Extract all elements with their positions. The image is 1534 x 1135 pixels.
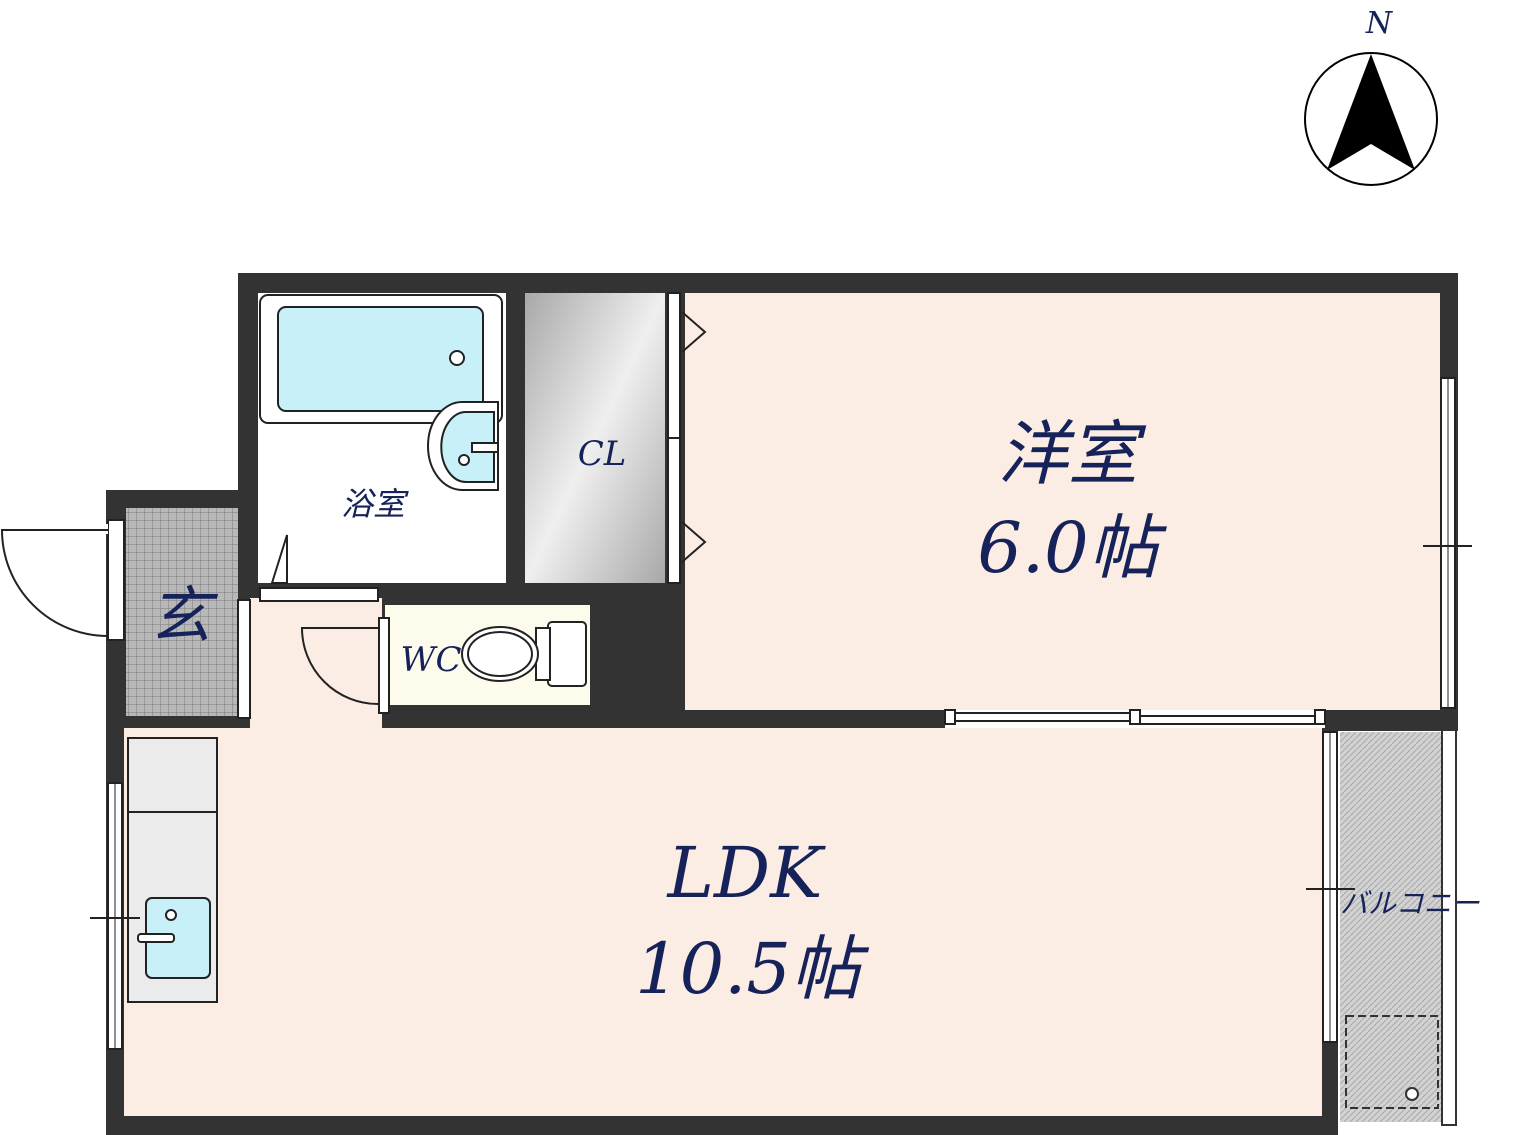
- ldk-floor: [124, 728, 1322, 1116]
- entrance-name: 玄: [149, 579, 219, 652]
- balcony-drain-icon: [1405, 1087, 1419, 1101]
- closet-name: CL: [578, 434, 627, 474]
- western-room-size: 6.0帖: [977, 507, 1167, 589]
- bathroom-door[interactable]: [259, 534, 379, 602]
- shoe-cabinet: [237, 599, 251, 719]
- balcony-window[interactable]: [1306, 731, 1355, 1043]
- western-room-floor: [685, 293, 1440, 710]
- kitchen-window: [90, 782, 140, 1050]
- hallway-floor: [250, 598, 382, 730]
- western-room-window: [1423, 377, 1472, 709]
- balcony-rail: [1441, 729, 1457, 1126]
- balcony-floor: [1340, 732, 1442, 1122]
- entrance-tile-floor: [126, 508, 238, 716]
- kitchen-faucet-icon: [137, 933, 175, 943]
- bathroom-name: 浴室: [341, 485, 409, 523]
- north-arrow-icon: [1327, 54, 1415, 170]
- ldk-size: 10.5帖: [635, 928, 870, 1010]
- entrance-door[interactable]: [0, 519, 125, 641]
- western-room-name: 洋室: [998, 413, 1147, 495]
- toilet-fixture: [461, 621, 587, 687]
- sliding-partition[interactable]: [944, 709, 1326, 728]
- balcony-name: バルコニー: [1340, 887, 1480, 920]
- bathtub: [259, 294, 503, 424]
- bathtub-drain-icon: [449, 350, 465, 366]
- washbasin: [427, 401, 499, 491]
- toilet-door[interactable]: [300, 617, 390, 714]
- closet-doors[interactable]: [667, 292, 707, 584]
- toilet-name: WC: [401, 640, 462, 680]
- kitchen-counter: [127, 737, 218, 1003]
- balcony-drain-frame: [1345, 1015, 1439, 1109]
- compass-north-label: N: [1365, 6, 1394, 41]
- closet-floor: [525, 293, 665, 583]
- ldk-name: LDK: [666, 832, 827, 914]
- compass: N: [1304, 6, 1438, 186]
